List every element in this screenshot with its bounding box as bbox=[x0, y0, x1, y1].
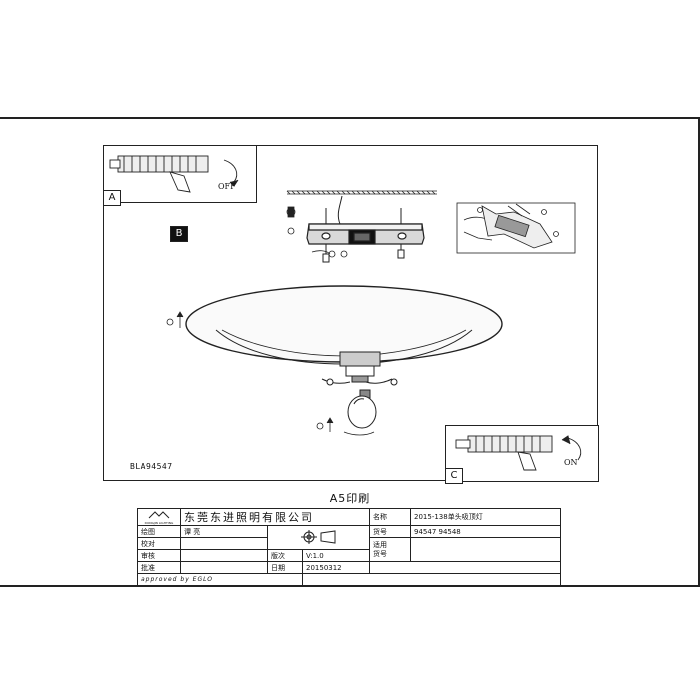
reviewed-value bbox=[180, 549, 268, 562]
title-block-header-row: DONGJIN LIGHTING 东莞东进照明有限公司 名称 2015-138单… bbox=[137, 508, 561, 526]
checked-label: 校对 bbox=[137, 537, 181, 550]
inset-c-action: ON bbox=[564, 458, 578, 467]
company-logo-icon bbox=[148, 510, 170, 518]
title-block: DONGJIN LIGHTING 东莞东进照明有限公司 名称 2015-138单… bbox=[137, 508, 561, 586]
inset-a-tag: A bbox=[103, 190, 121, 206]
reviewed-label: 审核 bbox=[137, 549, 181, 562]
applicable-item-label-text: 货号 bbox=[373, 549, 387, 558]
wiring-detail bbox=[456, 202, 576, 254]
inset-c-illustration bbox=[455, 435, 582, 471]
company-logo-text: DONGJIN LIGHTING bbox=[144, 520, 174, 525]
applicable-value bbox=[410, 537, 561, 562]
model-reference: BLA94547 bbox=[130, 462, 173, 471]
panel-b-tag: B bbox=[170, 226, 188, 242]
sheet-right-line bbox=[698, 117, 700, 587]
applicable-label-text: 适用 bbox=[373, 540, 387, 549]
title-block-row-2: 校对 适用 货号 bbox=[137, 537, 561, 562]
base-callouts bbox=[286, 206, 348, 258]
approved-by: approved by EGLO bbox=[137, 573, 303, 586]
bulb-callouts bbox=[316, 417, 375, 436]
approved-value bbox=[180, 561, 268, 574]
version-label: 版次 bbox=[267, 549, 303, 562]
item-no-value: 94547 94548 bbox=[410, 525, 561, 538]
assembly-diagram bbox=[166, 190, 576, 436]
bulb bbox=[347, 389, 377, 429]
name-label: 名称 bbox=[369, 508, 411, 526]
projection-symbol-icon bbox=[300, 529, 335, 544]
print-size-label: A5印刷 bbox=[329, 492, 371, 505]
drawing-frame: OFF A B ON C BLA94547 bbox=[103, 145, 599, 484]
mounting-base bbox=[306, 223, 425, 245]
drawn-value: 谭 亮 bbox=[180, 525, 268, 538]
inset-a-action: OFF bbox=[218, 182, 236, 191]
title-block-row-1: 绘图 谭 亮 货号 94547 94548 bbox=[137, 525, 561, 550]
ceiling-hatch bbox=[286, 190, 437, 195]
company-logo-cell: DONGJIN LIGHTING bbox=[137, 508, 181, 526]
item-no-label: 货号 bbox=[369, 525, 411, 538]
inset-a-illustration bbox=[109, 155, 239, 193]
shade-callout bbox=[166, 311, 184, 328]
drawn-label: 绘图 bbox=[137, 525, 181, 538]
inset-a: OFF A bbox=[103, 145, 257, 206]
projection-symbol-cell bbox=[267, 525, 370, 550]
date-value: 20150312 bbox=[302, 561, 370, 574]
checked-value bbox=[180, 537, 268, 550]
title-block-row-4: 批准 日期 20150312 bbox=[137, 561, 561, 574]
title-block-row-5: approved by EGLO bbox=[137, 573, 561, 586]
empty-footer-cell bbox=[302, 573, 561, 586]
sheet-bottom-line bbox=[0, 585, 700, 587]
inset-c-tag: C bbox=[445, 468, 463, 484]
applicable-label: 适用 货号 bbox=[369, 537, 411, 562]
inset-c: ON C bbox=[445, 425, 599, 484]
company-name: 东莞东进照明有限公司 bbox=[180, 508, 370, 526]
sheet-top-line bbox=[0, 117, 700, 119]
lamp-holder bbox=[321, 351, 398, 386]
date-label: 日期 bbox=[267, 561, 303, 574]
name-value: 2015-138单头吸顶灯 bbox=[410, 508, 561, 526]
empty-cell bbox=[369, 561, 561, 574]
supply-cable bbox=[337, 195, 343, 225]
approved-label: 批准 bbox=[137, 561, 181, 574]
version-value: V:1.0 bbox=[302, 549, 370, 562]
